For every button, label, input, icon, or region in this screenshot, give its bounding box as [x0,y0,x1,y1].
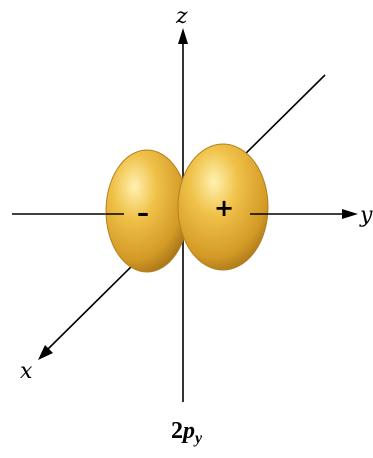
y-axis-label: y [359,203,373,228]
x-axis-arrow [38,345,53,360]
z-axis-label: z [175,4,188,29]
caption-letter: p [182,418,195,444]
negative-sign: – [137,199,149,227]
positive-sign: + [214,194,234,222]
positive-lobe [177,143,269,271]
y-axis-arrow [342,209,358,219]
caption-number: 2 [170,418,183,444]
orbital-caption: 2py [0,418,373,448]
x-axis-label: x [20,359,33,384]
z-axis-arrow [178,28,188,44]
caption-subscript: y [194,430,203,447]
